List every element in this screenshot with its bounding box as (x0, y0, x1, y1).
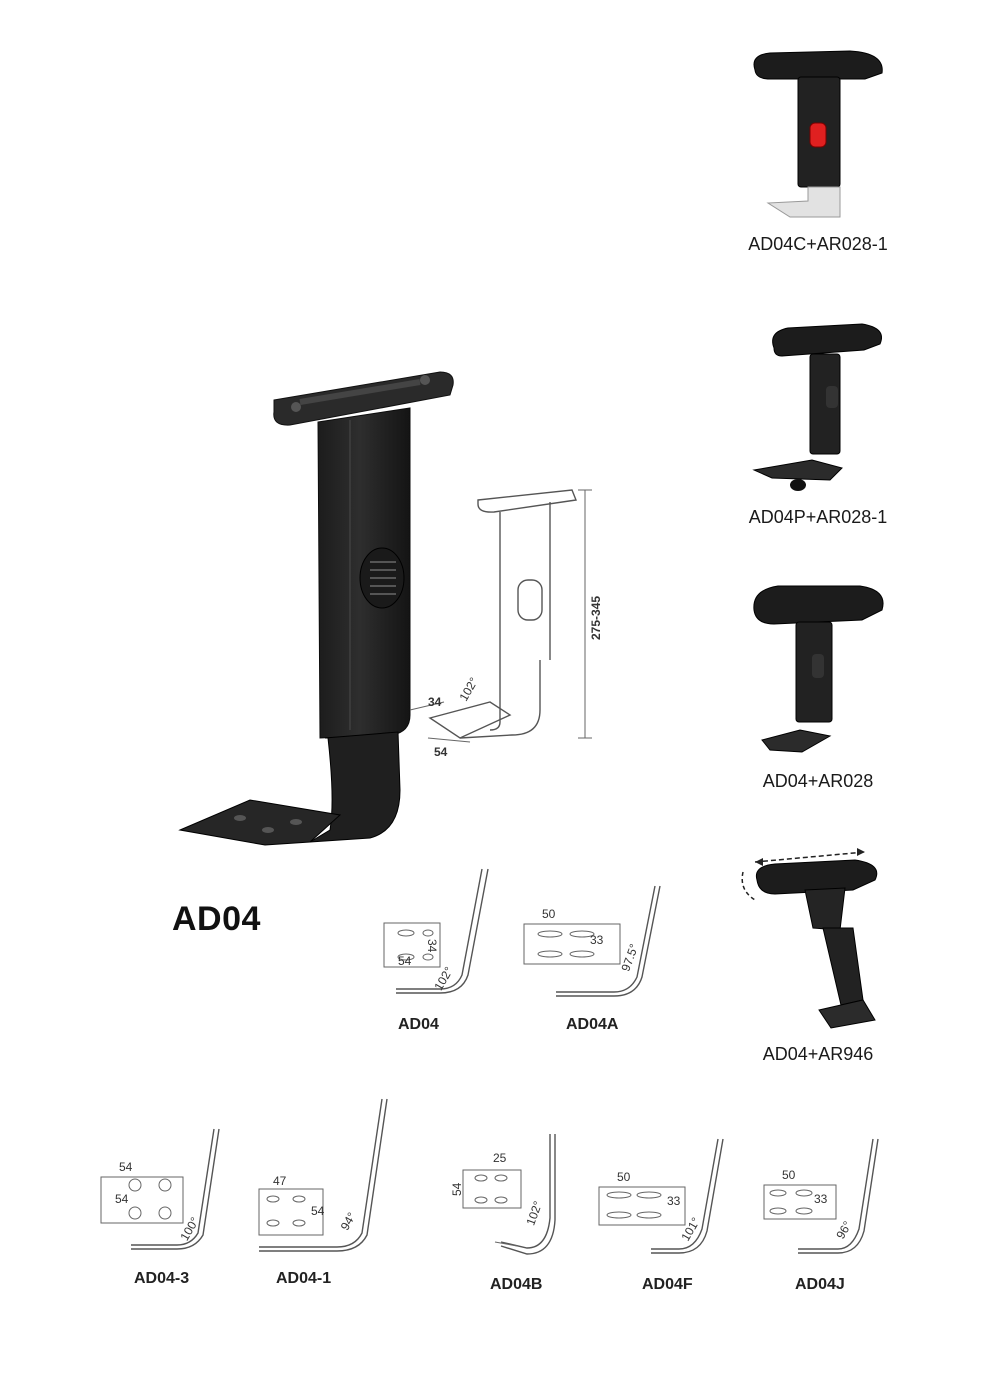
product-photo-ad04-ar028 (753, 585, 884, 753)
diagram-dim-1: 50 (542, 907, 556, 921)
angle-dimension: 102° (456, 675, 481, 704)
product-photo-ad04c (753, 50, 883, 218)
diagram-dim-2: 54 (398, 954, 412, 968)
diagram-angle: 94° (338, 1210, 359, 1233)
diagram-label-ad04: AD04 (398, 1016, 439, 1033)
width-top-dimension: 34 (428, 695, 442, 709)
diagram-dim-1: 50 (617, 1170, 631, 1184)
diagram-dim-2: 54 (115, 1192, 129, 1206)
diagram-dim-1: 50 (782, 1168, 796, 1182)
diagram-dim-1: 54 (119, 1160, 133, 1174)
diagram-label-ad04-3: AD04-3 (134, 1270, 190, 1287)
product-caption-4: AD04+AR946 (762, 1044, 874, 1064)
diagram-dim-2: 54 (450, 1182, 464, 1196)
diagram-ad04f: 50 33 101° (598, 1138, 724, 1254)
diagram-label-ad04f: AD04F (642, 1276, 693, 1293)
diagram-dim-2: 33 (667, 1194, 681, 1208)
diagram-dim-1: 25 (493, 1151, 507, 1165)
width-bottom-dimension: 54 (434, 745, 448, 759)
diagram-label-ad04a: AD04A (566, 1016, 619, 1033)
diagram-ad04: 34 54 102° (383, 868, 489, 994)
diagram-ad04a: 50 33 97.5° (523, 885, 661, 997)
diagram-dim-1: 47 (273, 1174, 287, 1188)
product-caption-3: AD04+AR028 (762, 771, 874, 791)
diagram-dim-2: 54 (311, 1204, 325, 1218)
diagram-angle: 102° (431, 964, 456, 993)
product-photo-ad04-ar946 (741, 848, 878, 1029)
product-photo-ad04p (752, 323, 882, 491)
diagram-ad04b: 25 54 102° (450, 1134, 556, 1255)
diagram-ad04-1: 47 54 94° (258, 1098, 388, 1252)
diagram-label-ad04j: AD04J (795, 1276, 845, 1293)
diagram-label-ad04b: AD04B (490, 1276, 543, 1293)
product-caption-2: AD04P+AR028-1 (748, 507, 888, 527)
diagram-label-ad04-1: AD04-1 (276, 1270, 332, 1287)
diagram-angle: 97.5° (618, 942, 641, 973)
page-title: AD04 (172, 900, 261, 938)
diagram-ad04j: 50 33 96° (763, 1138, 879, 1254)
diagram-ad04-3: 54 54 100° (100, 1128, 220, 1250)
diagram-angle: 96° (833, 1219, 854, 1242)
diagram-angle: 102° (523, 1199, 545, 1227)
ad04-technical-drawing: 275-345 34 54 102° (409, 489, 603, 759)
ad04-bracket-photo (178, 371, 454, 846)
diagram-dim-2: 33 (590, 933, 604, 947)
product-caption-1: AD04C+AR028-1 (748, 234, 888, 254)
diagram-dim-2: 33 (814, 1192, 828, 1206)
diagram-angle: 101° (678, 1215, 703, 1244)
height-dimension: 275-345 (589, 596, 603, 640)
diagram-dim-1: 34 (425, 939, 439, 953)
